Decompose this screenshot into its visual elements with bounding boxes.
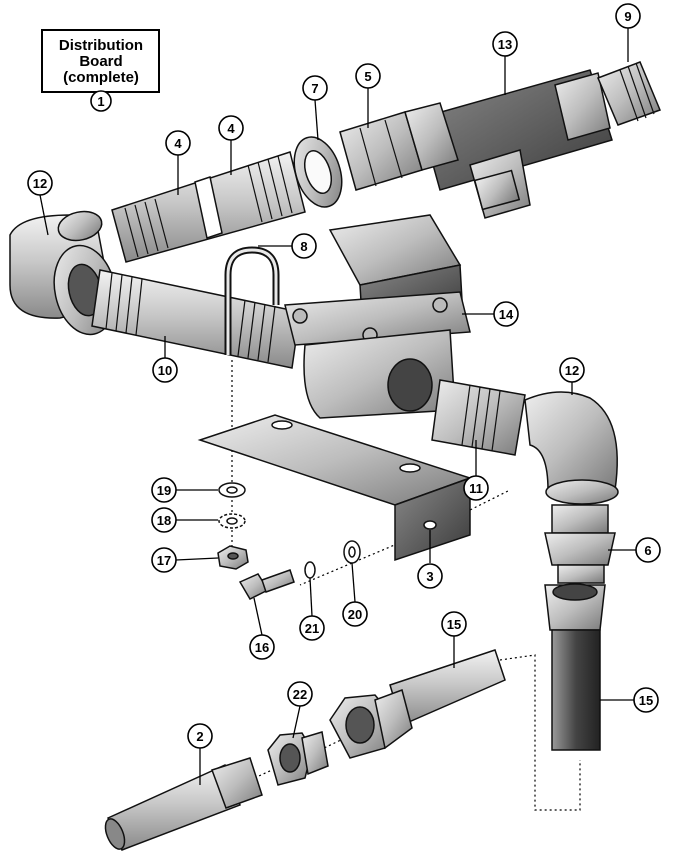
part-18-lock-washer	[218, 513, 246, 529]
title-line-2: Board	[79, 53, 122, 70]
svg-text:18: 18	[157, 513, 171, 528]
part-22-adapter	[267, 731, 329, 786]
callout-3: 3	[417, 563, 443, 589]
callout-2: 2	[187, 723, 213, 749]
part-12-elbow-right	[524, 391, 619, 505]
callout-4-b: 4	[218, 115, 244, 141]
svg-text:17: 17	[157, 553, 171, 568]
svg-text:2: 2	[196, 729, 203, 744]
callout-13: 13	[492, 31, 518, 57]
part-13-strainer-body	[419, 69, 613, 219]
svg-text:8: 8	[300, 239, 307, 254]
part-21-washer	[304, 561, 316, 579]
callout-15-b: 15	[633, 687, 659, 713]
svg-text:13: 13	[498, 37, 512, 52]
callout-12-b: 12	[559, 357, 585, 383]
callout-7: 7	[302, 75, 328, 101]
svg-text:11: 11	[469, 481, 483, 496]
title-box: Distribution Board (complete)	[41, 29, 160, 93]
svg-text:7: 7	[311, 81, 318, 96]
svg-text:10: 10	[158, 363, 172, 378]
callout-16: 16	[249, 634, 275, 660]
part-2-strainer-tube	[104, 757, 263, 851]
callout-1: 1	[90, 90, 112, 112]
part-16-bolt	[238, 569, 295, 600]
callout-9: 9	[615, 3, 641, 29]
svg-text:3: 3	[426, 569, 433, 584]
svg-text:15: 15	[447, 617, 461, 632]
svg-text:4: 4	[227, 121, 235, 136]
part-6-hex-nipple	[544, 504, 616, 584]
callout-6: 6	[635, 537, 661, 563]
callout-20: 20	[342, 601, 368, 627]
svg-text:22: 22	[293, 687, 307, 702]
svg-text:20: 20	[348, 607, 362, 622]
part-17-nut	[217, 545, 249, 570]
callout-14: 14	[493, 301, 519, 327]
hose-end-hex-nut	[329, 689, 413, 759]
callout-4-a: 4	[165, 130, 191, 156]
part-11-nipple	[431, 379, 526, 456]
part-15-hose-right	[544, 583, 606, 751]
svg-text:4: 4	[174, 136, 182, 151]
callout-22: 22	[287, 681, 313, 707]
callout-11: 11	[463, 475, 489, 501]
part-4-threaded-pipe	[111, 151, 306, 263]
callout-12-a: 12	[27, 170, 53, 196]
part-10-threaded-pipe	[91, 269, 301, 369]
svg-text:14: 14	[499, 307, 514, 322]
svg-text:12: 12	[33, 176, 47, 191]
part-8-u-bolt	[224, 246, 280, 355]
callout-15-a: 15	[441, 611, 467, 637]
svg-text:6: 6	[644, 543, 651, 558]
callout-21: 21	[299, 615, 325, 641]
part-9-nipple	[597, 61, 661, 126]
svg-text:5: 5	[364, 69, 371, 84]
assembly-guide-lines	[231, 360, 581, 811]
part-14-solenoid-valve	[284, 214, 471, 419]
title-line-1: Distribution	[59, 37, 143, 54]
callout-10: 10	[152, 357, 178, 383]
callout-8: 8	[291, 233, 317, 259]
svg-text:9: 9	[624, 9, 631, 24]
callout-17: 17	[151, 547, 177, 573]
svg-text:15: 15	[639, 693, 653, 708]
part-19-washer	[218, 482, 246, 498]
callout-19: 19	[151, 477, 177, 503]
part-5-coupling	[339, 102, 459, 191]
svg-text:1: 1	[97, 94, 104, 109]
callout-18: 18	[151, 507, 177, 533]
svg-text:16: 16	[255, 640, 269, 655]
svg-text:21: 21	[305, 621, 319, 636]
part-20-washer	[343, 540, 361, 564]
part-3-bracket	[197, 414, 473, 562]
part-7-union-ring	[293, 136, 343, 208]
svg-text:12: 12	[565, 363, 579, 378]
callout-5: 5	[355, 63, 381, 89]
title-line-3: (complete)	[63, 69, 139, 86]
svg-text:19: 19	[157, 483, 171, 498]
